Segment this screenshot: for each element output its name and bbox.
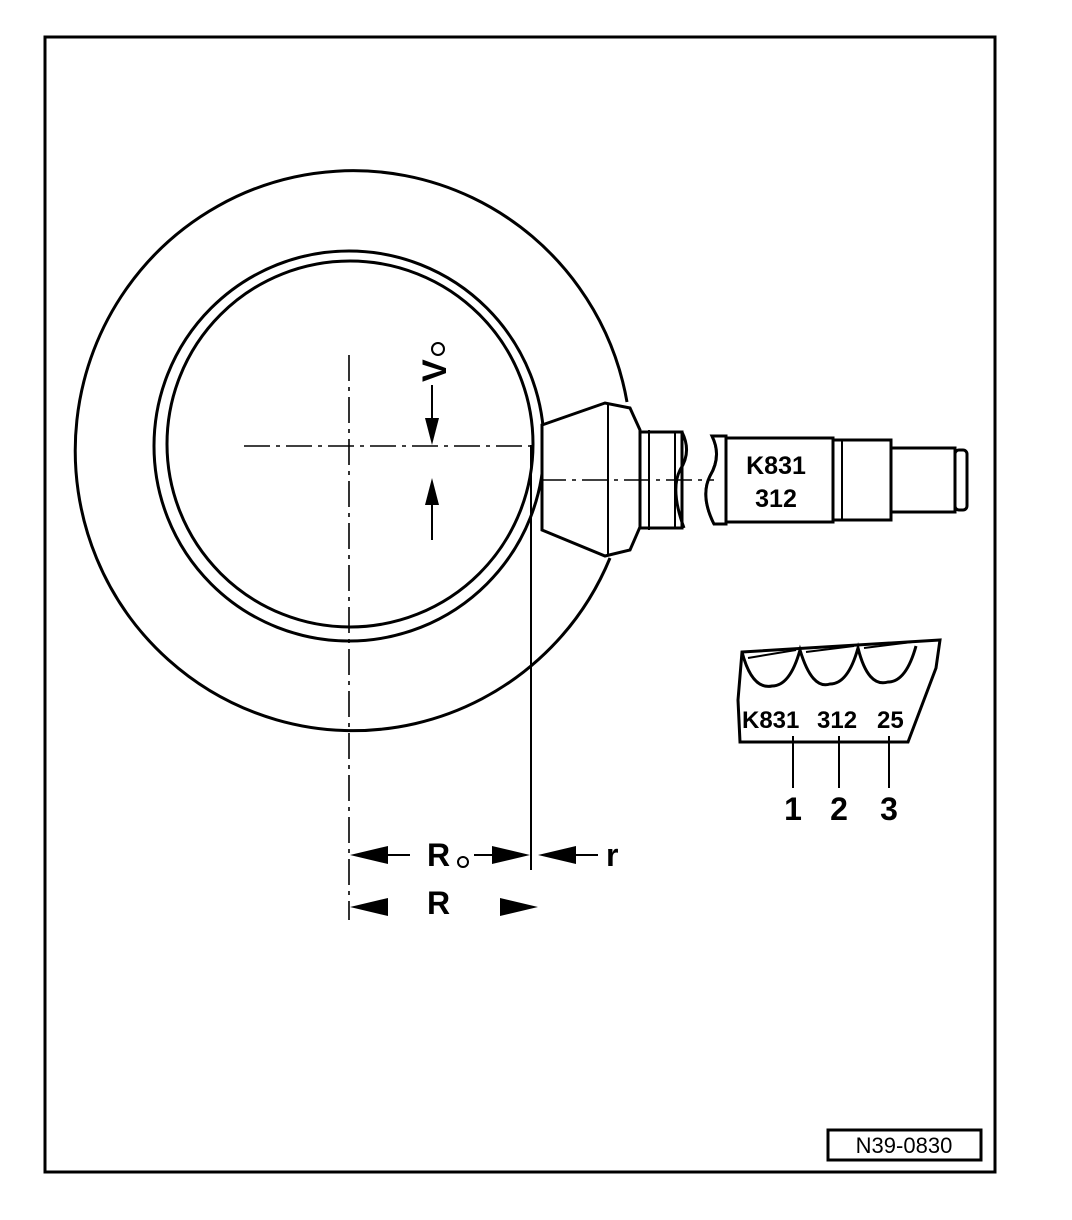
callout-3: 3: [880, 791, 898, 827]
ring-gear-outer-edge: [73, 169, 629, 733]
shaft-end: [889, 446, 957, 514]
r-big-arrow-right-icon: [500, 898, 538, 916]
shaft-stub: [704, 434, 728, 526]
r0-subscript-mark: [457, 856, 469, 868]
tooth-top-lines: [747, 641, 913, 659]
detail-code-1: K831: [742, 707, 799, 734]
v0-subscript-mark: [431, 342, 445, 356]
r-big-label: R: [427, 885, 450, 921]
r0-label: R: [427, 837, 450, 873]
r0-arrow-right-icon: [492, 846, 530, 864]
r-small-label: r: [606, 837, 618, 873]
ring-gear-bore: [165, 259, 535, 629]
tooth-detail-outline: [736, 638, 942, 744]
v0-arrow-up-icon: [425, 478, 439, 505]
callout-2: 2: [830, 791, 848, 827]
r0-dimension: R r: [350, 837, 618, 873]
r-big-arrow-left-icon: [350, 898, 388, 916]
v0-arrow-down-icon: [425, 418, 439, 445]
v0-label: V: [416, 359, 454, 382]
tooth-profile: [740, 642, 918, 688]
shaft-marking-area: [724, 436, 835, 524]
r0-arrow-left-icon: [350, 846, 388, 864]
figure-frame: [43, 35, 997, 1174]
pinion-neck: [638, 430, 684, 530]
tooth-marking-detail: K831 312 25 1 2 3: [736, 638, 942, 827]
shaft-code-line2: 312: [755, 485, 797, 513]
r-dimension: R: [350, 885, 538, 921]
figure-id-box: [826, 1128, 983, 1162]
detail-code-3: 25: [877, 707, 904, 734]
v0-dimension: V: [416, 342, 454, 540]
r-arrow-left-icon: [538, 846, 576, 864]
break-line-left: [674, 431, 688, 529]
detail-code-2: 312: [817, 707, 857, 734]
shaft-code-line1: K831: [746, 452, 806, 480]
callout-1: 1: [784, 791, 802, 827]
drive-pinion: K831 312: [540, 401, 969, 558]
shaft-tip: [953, 448, 969, 512]
figure-id: N39-0830: [856, 1133, 953, 1158]
